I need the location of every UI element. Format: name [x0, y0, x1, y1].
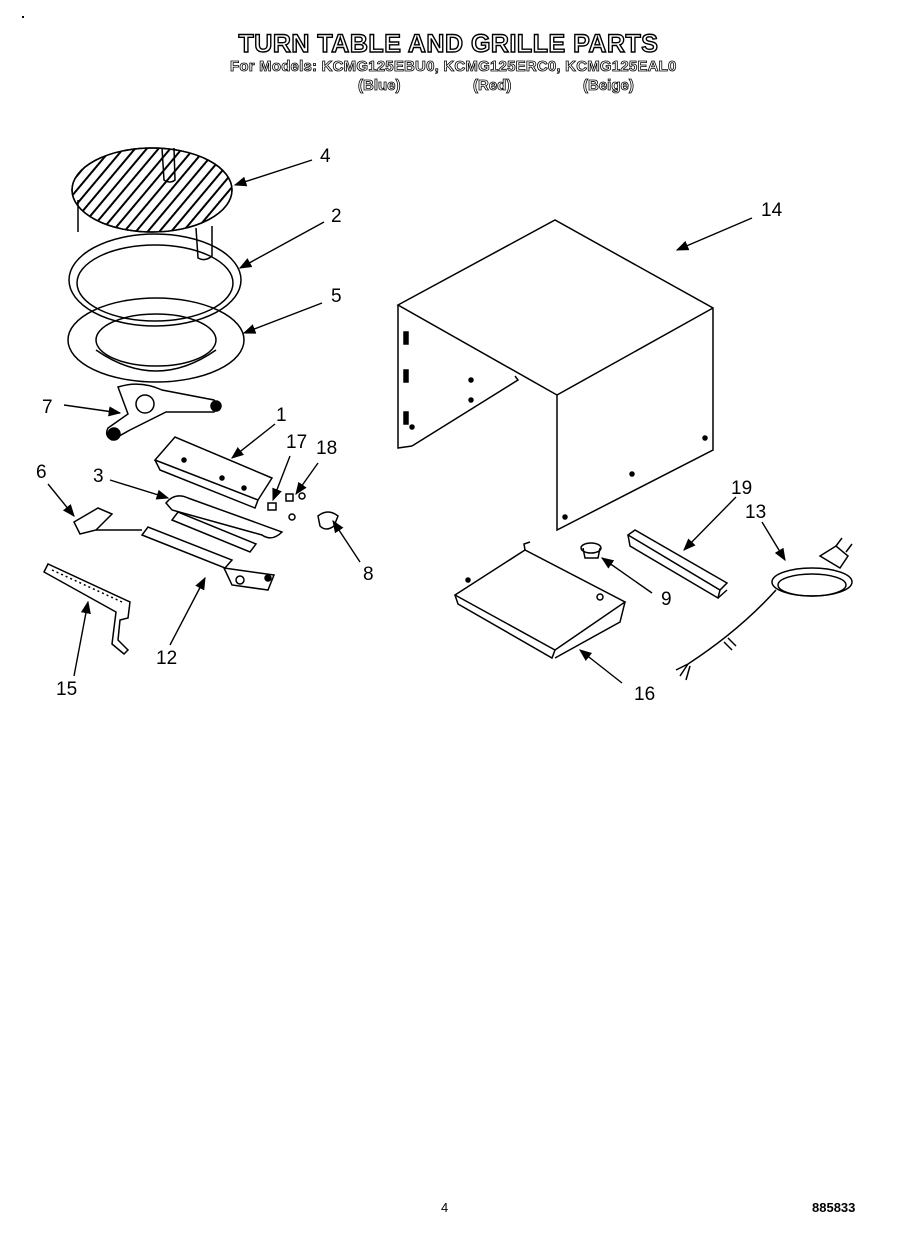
heater-bracket-part-15 — [43, 563, 131, 656]
callout-19: 19 — [731, 478, 752, 499]
callout-5: 5 — [331, 286, 342, 307]
base-plate-part-16 — [453, 541, 627, 660]
callout-9: 9 — [661, 589, 672, 610]
callout-numbers: 4 2 5 7 1 3 17 18 8 6 12 15 14 19 13 9 1… — [36, 146, 783, 705]
callout-17: 17 — [286, 432, 307, 453]
callout-4: 4 — [320, 146, 331, 167]
color-blue: (Blue) — [358, 77, 401, 95]
small-hardware-parts-17-18-8 — [267, 492, 339, 530]
callout-6: 6 — [36, 462, 47, 483]
callout-18: 18 — [316, 438, 337, 459]
callout-14: 14 — [761, 200, 783, 221]
color-beige: (Beige) — [583, 77, 635, 95]
color-red: (Red) — [473, 77, 512, 95]
coupler-part-7 — [105, 383, 222, 441]
callout-8: 8 — [363, 564, 374, 585]
switch-part-9 — [580, 542, 602, 559]
page-title: TURN TABLE AND GRILLE PARTS — [238, 29, 659, 58]
callout-2: 2 — [331, 206, 342, 227]
rail-part-19 — [626, 529, 729, 600]
callout-16: 16 — [634, 684, 655, 705]
models-line: For Models: KCMG125EBU0, KCMG125ERC0, KC… — [230, 58, 677, 76]
outer-cabinet-part-14 — [396, 219, 714, 532]
reflector-part-3 — [165, 495, 284, 539]
callout-7: 7 — [42, 397, 53, 418]
callout-1: 1 — [276, 405, 287, 426]
callout-13: 13 — [745, 502, 766, 523]
callout-12: 12 — [156, 648, 177, 669]
grille-heater-part-12 — [140, 511, 276, 591]
document-code: 885833 — [812, 1200, 856, 1215]
grill-rack-part-4 — [71, 147, 233, 261]
turntable-tray-part-2 — [68, 233, 242, 327]
page-number: 4 — [441, 1200, 449, 1215]
scan-speck — [22, 16, 24, 18]
grille-cover-part-1 — [153, 436, 274, 509]
callout-15: 15 — [56, 679, 77, 700]
callout-3: 3 — [93, 466, 104, 487]
clip-part-6 — [73, 507, 142, 535]
power-cord-part-13 — [675, 537, 853, 681]
support-ring-part-5 — [67, 297, 245, 383]
leader-lines — [47, 159, 786, 684]
